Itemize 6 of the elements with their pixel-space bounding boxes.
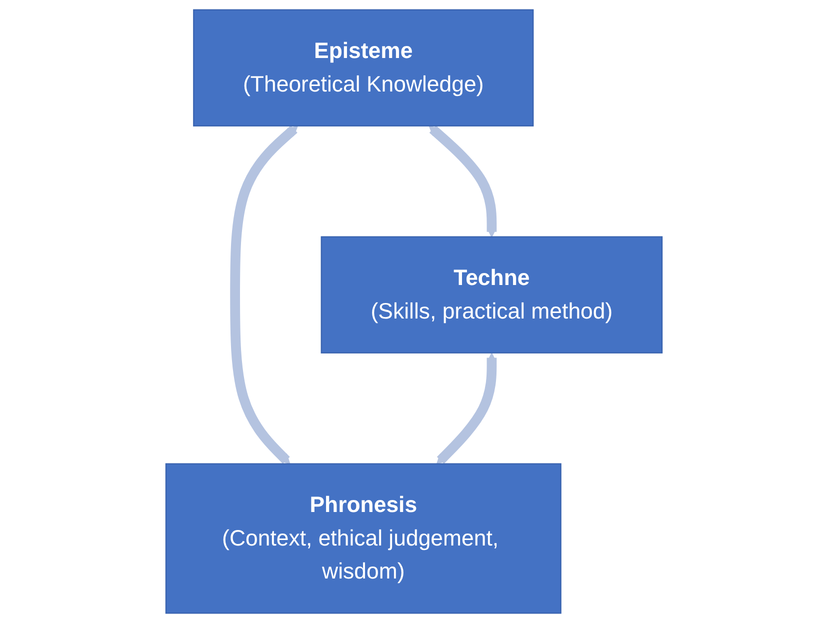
node-box: Phronesis (Context, ethical judgement, wisdom) bbox=[165, 463, 562, 614]
node-box: Episteme (Theoretical Knowledge) bbox=[193, 9, 534, 126]
arrow bbox=[436, 352, 498, 464]
arrow bbox=[428, 125, 498, 238]
arrow bbox=[230, 125, 298, 464]
node-box: Techne (Skills, practical method) bbox=[320, 236, 663, 354]
